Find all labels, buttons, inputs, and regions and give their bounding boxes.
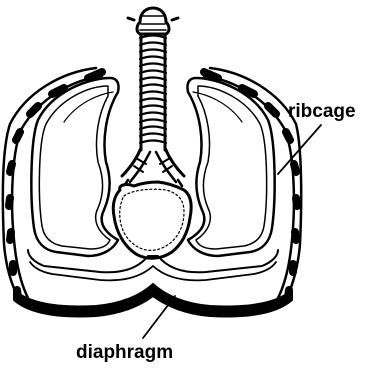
ribcage-label: ribcage (288, 102, 356, 121)
diaphragm-label: diaphragm (76, 343, 173, 362)
left-lung (31, 78, 118, 256)
trachea (140, 34, 166, 150)
heart (113, 182, 191, 258)
diaphragm-leader-line (143, 296, 175, 338)
right-lung (187, 78, 274, 256)
larynx (128, 8, 178, 34)
diaphragm (14, 284, 292, 316)
ribcage-left (3, 68, 102, 304)
ribcage-right (204, 68, 301, 304)
bronchi (122, 148, 184, 186)
